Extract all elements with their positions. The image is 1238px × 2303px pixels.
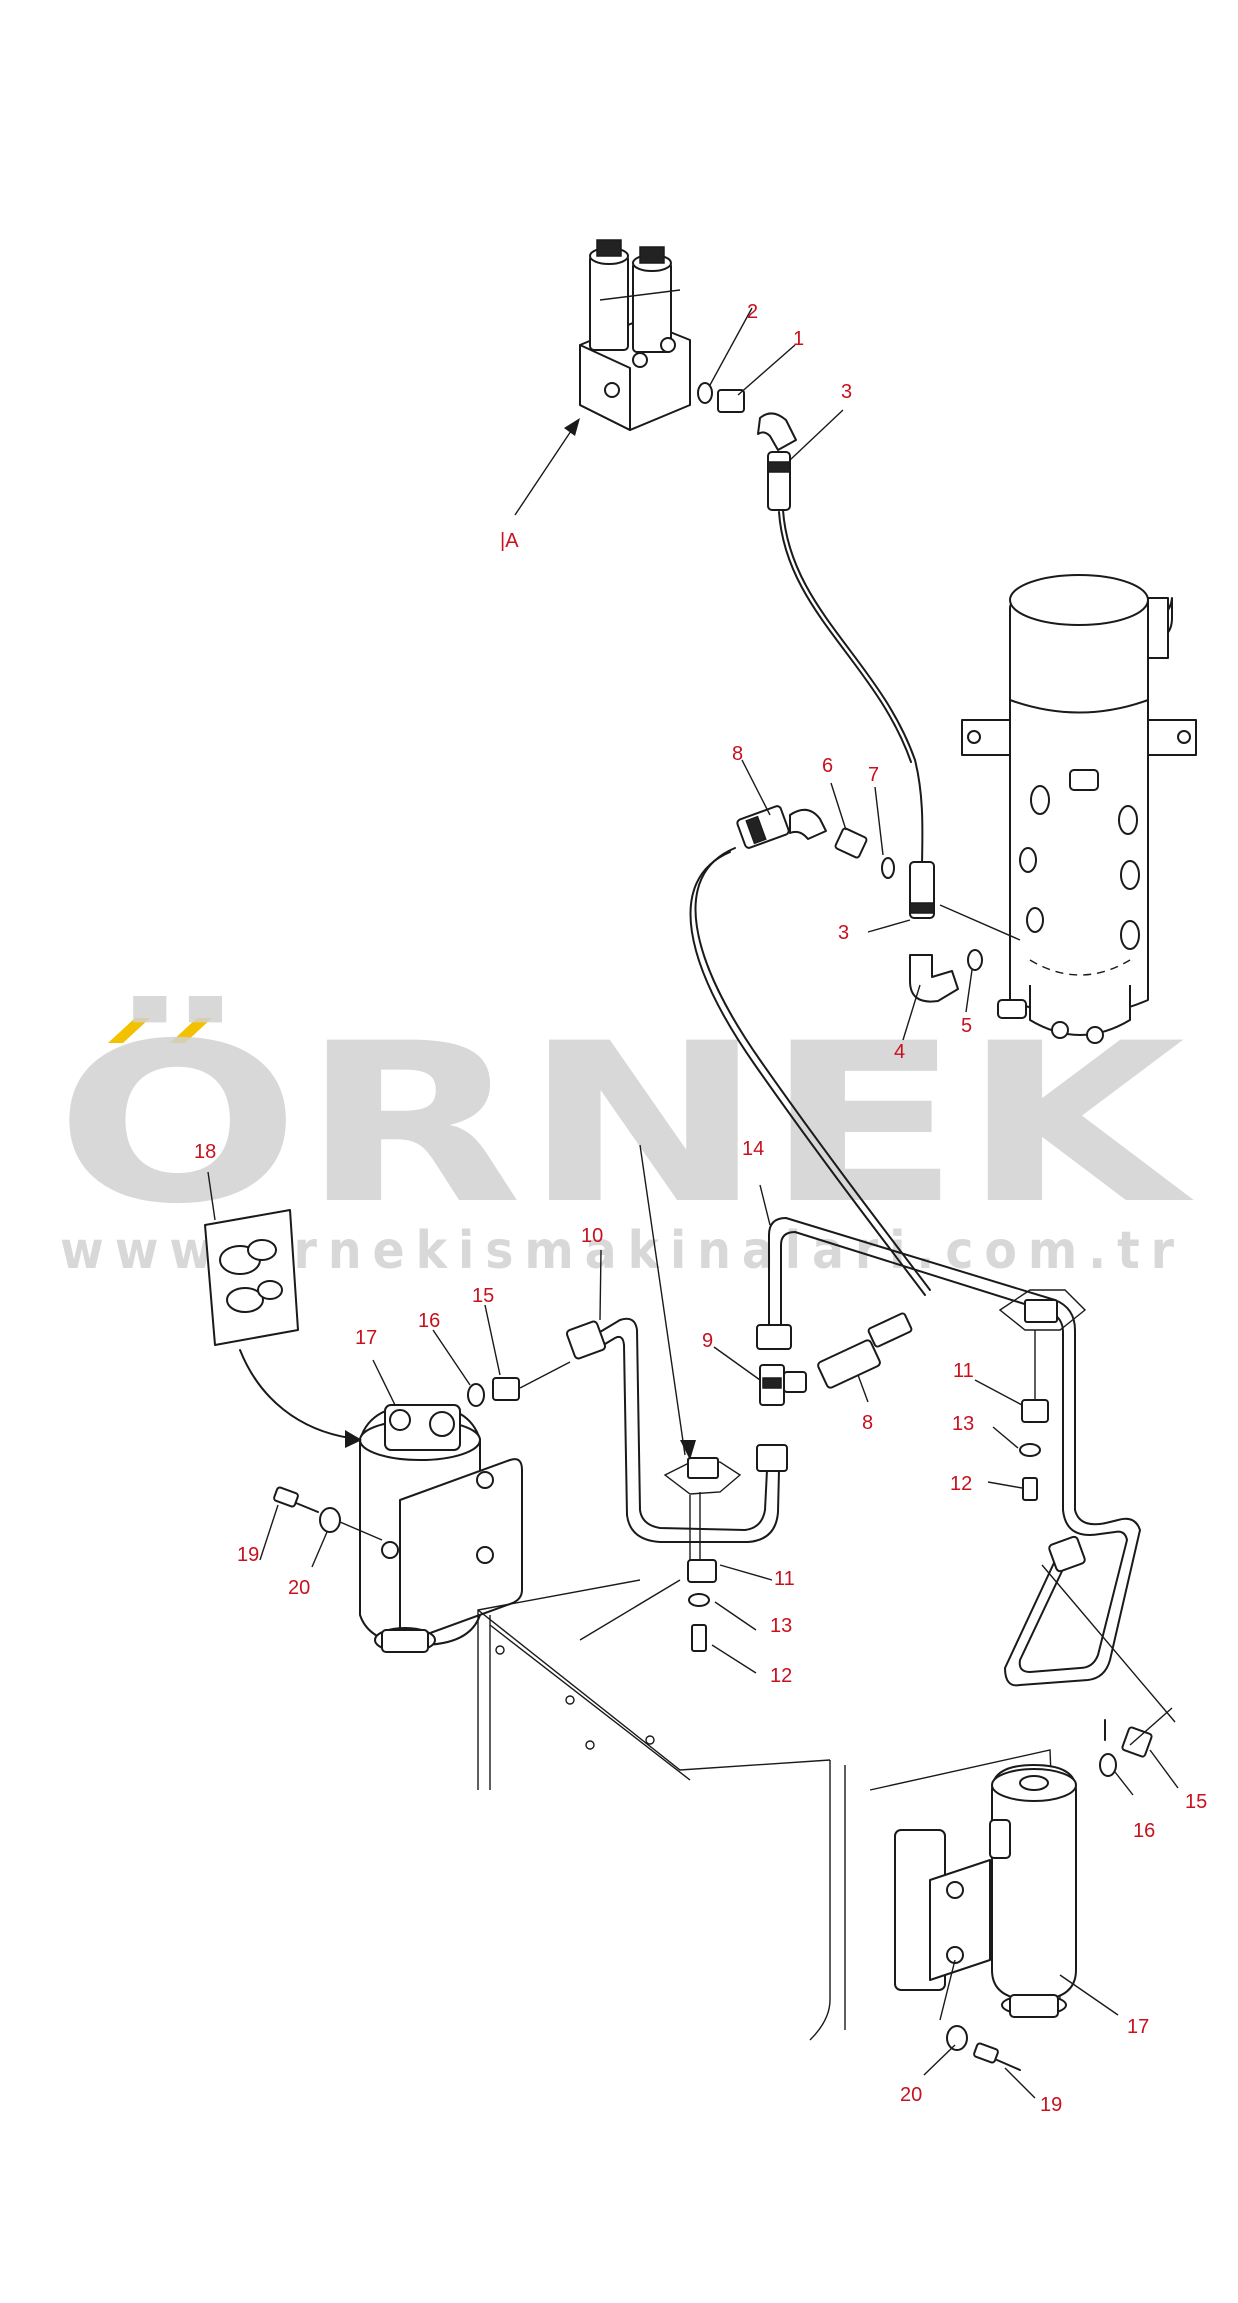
fittings-15-16-left xyxy=(467,1361,571,1407)
bolts-19-20-right xyxy=(939,1959,1021,2071)
cylinder-right xyxy=(894,1764,1077,2018)
fitting-group-swivel xyxy=(909,861,1021,1003)
seal-kit xyxy=(204,1209,362,1448)
cylinder-left xyxy=(359,1404,523,1653)
view-a-arrow xyxy=(514,424,576,516)
clamp-set-right xyxy=(998,1289,1087,1501)
bolts-19-20-left xyxy=(273,1486,383,1541)
callout-10: 10 xyxy=(581,1225,603,1247)
tube-14 xyxy=(768,1217,1076,1511)
callout-3-lower: 3 xyxy=(838,922,849,944)
callout-4: 4 xyxy=(894,1041,905,1063)
callout-14: 14 xyxy=(742,1138,764,1160)
callout-9: 9 xyxy=(702,1330,713,1352)
watermark-brand: ÖRNEK xyxy=(55,996,1195,1252)
view-a-label: |A xyxy=(500,530,519,552)
callout-18: 18 xyxy=(194,1141,216,1163)
callout-7: 7 xyxy=(868,764,879,786)
watermark-accent-right xyxy=(170,1018,212,1043)
callout-11-left: 11 xyxy=(774,1568,795,1590)
fittings-15-16-right xyxy=(1041,1564,1176,1777)
callout-16-left: 16 xyxy=(418,1310,440,1332)
callout-20-left: 20 xyxy=(288,1577,310,1599)
tee-fitting xyxy=(759,1312,913,1406)
callout-12-right: 12 xyxy=(950,1473,972,1495)
callout-20-right: 20 xyxy=(900,2084,922,2106)
callout-15-right: 15 xyxy=(1185,1791,1207,1813)
callout-13-right: 13 xyxy=(952,1413,974,1435)
callout-8-lower: 8 xyxy=(862,1412,873,1434)
callout-16-right: 16 xyxy=(1133,1820,1155,1842)
callout-17-left: 17 xyxy=(355,1327,377,1349)
watermark-accent-left xyxy=(108,1018,150,1043)
callout-12-left: 12 xyxy=(770,1665,792,1687)
callout-19-right: 19 xyxy=(1040,2094,1062,2116)
leader-lines xyxy=(207,307,1179,2099)
hose-long xyxy=(694,847,931,1291)
fitting-group-top xyxy=(697,382,797,511)
callout-2: 2 xyxy=(747,301,758,323)
frame-structure xyxy=(477,1579,1061,2041)
callout-13-left: 13 xyxy=(770,1615,792,1637)
fitting-group-mid xyxy=(736,805,895,879)
callout-3-top: 3 xyxy=(841,381,852,403)
hose-upper xyxy=(782,509,924,871)
callout-15-left: 15 xyxy=(472,1285,494,1307)
solenoid-valve-block xyxy=(579,239,691,431)
callout-5: 5 xyxy=(961,1015,972,1037)
callout-1: 1 xyxy=(793,328,804,350)
callout-19-left: 19 xyxy=(237,1544,259,1566)
clamp-set-left xyxy=(639,1144,742,1652)
tube-10 xyxy=(594,1317,768,1531)
callout-6: 6 xyxy=(822,755,833,777)
callout-11-right: 11 xyxy=(953,1360,974,1382)
callout-17-right: 17 xyxy=(1127,2016,1149,2038)
swivel-joint xyxy=(961,574,1197,1044)
callout-8-mid: 8 xyxy=(732,743,743,765)
